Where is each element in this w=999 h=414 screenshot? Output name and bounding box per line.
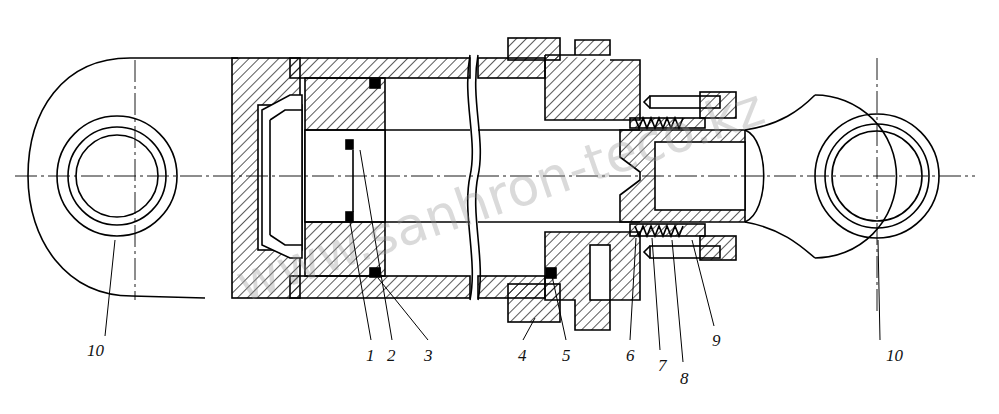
callout-number: 7 xyxy=(658,357,667,374)
callout-number: 10 xyxy=(886,347,903,364)
callout-number: 2 xyxy=(387,347,396,364)
callout-number: 1 xyxy=(366,347,375,364)
callout-number: 10 xyxy=(87,342,104,359)
callout-number: 9 xyxy=(712,332,721,349)
callout-number: 8 xyxy=(680,370,689,387)
callout-number: 3 xyxy=(424,347,433,364)
callout-number: 6 xyxy=(626,347,635,364)
callout-number: 5 xyxy=(562,347,571,364)
callout-number: 4 xyxy=(518,347,527,364)
